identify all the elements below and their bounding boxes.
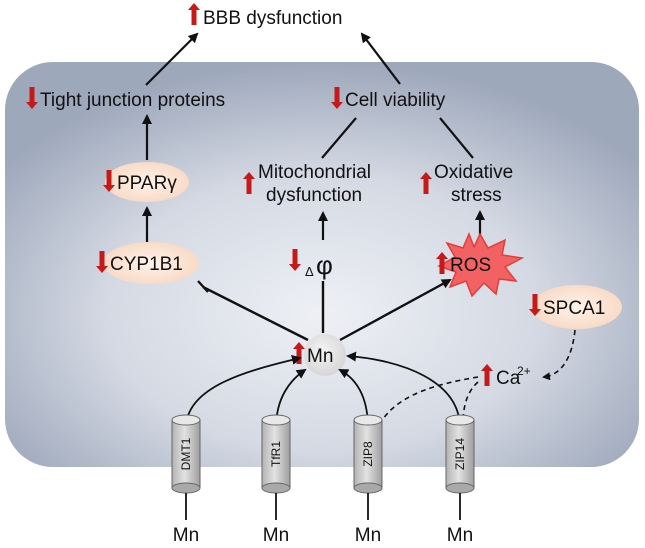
arrow-mn-to-ros	[339, 278, 452, 342]
transporter-bottom-cap	[353, 482, 383, 494]
cyp1b1-label: CYP1B1	[110, 254, 183, 275]
transporter-label: ZIP8	[361, 441, 375, 467]
mn-circle	[304, 334, 346, 376]
oxidative-label-line2: stress	[451, 185, 502, 206]
calcium-label: Ca	[496, 368, 521, 389]
curve-dmt1-to-mn	[185, 355, 302, 429]
extracellular-mn-label: Mn	[355, 525, 381, 546]
inhibit-mn-to-cyp	[202, 285, 309, 342]
mn-center-node: Mn	[293, 334, 346, 376]
spca1-label: SPCA1	[543, 298, 605, 319]
extracellular-mn-label: Mn	[447, 525, 473, 546]
inhibit-bar	[197, 280, 209, 293]
dashed-spca-to-ca	[542, 329, 576, 381]
calcium-superscript: 2+	[517, 364, 531, 378]
up-arrow-icon	[481, 364, 493, 386]
ros-burst-icon	[437, 232, 525, 298]
arrow-tj-to-bbb	[145, 32, 199, 86]
tight-junction-node: Tight junction proteins	[26, 87, 225, 111]
ppar-node: PPARγ	[103, 162, 189, 202]
mitochondrial-node: Mitochondrial dysfunction	[243, 162, 371, 206]
transporter-bottom-cap	[171, 482, 201, 494]
membrane-potential-node: Δ φ	[289, 249, 333, 280]
tight-junction-label: Tight junction proteins	[40, 90, 225, 111]
down-arrow-icon	[529, 294, 541, 316]
transporter-bottom-cap	[445, 482, 475, 494]
transporter-top-cap	[445, 414, 475, 426]
cell-viability-node: Cell viability	[331, 87, 446, 111]
cell-viability-label: Cell viability	[345, 90, 446, 111]
cyp1b1-node: CYP1B1	[96, 242, 199, 284]
ros-label: ROS	[450, 255, 491, 276]
ppar-label: PPARγ	[117, 173, 177, 194]
down-arrow-icon	[289, 249, 301, 271]
curve-zip14-to-mn	[346, 351, 461, 429]
arrow-viability-to-bbb	[360, 32, 401, 85]
transporter-top-cap	[353, 414, 383, 426]
up-arrow-icon	[293, 342, 305, 364]
transporter-label: DMT1	[179, 437, 193, 470]
transporter-body	[261, 419, 291, 489]
ros-node: ROS	[436, 232, 525, 298]
down-arrow-icon	[103, 170, 115, 192]
mito-label-line1: Mitochondrial	[258, 162, 371, 183]
extracellular-mn-label: Mn	[173, 525, 199, 546]
up-arrow-icon	[243, 172, 255, 194]
mito-label-line2: dysfunction	[266, 185, 362, 206]
ppar-oval	[105, 162, 189, 202]
transporter-top-cap	[171, 414, 201, 426]
bbb-dysfunction-label: BBB dysfunction	[203, 8, 342, 29]
cyp1b1-oval	[103, 242, 199, 284]
oxidative-node: Oxidative stress	[420, 162, 513, 206]
up-arrow-icon	[188, 3, 200, 25]
spca1-node: SPCA1	[529, 285, 622, 329]
mn-center-label: Mn	[307, 346, 333, 367]
oxidative-label-line1: Oxidative	[434, 162, 513, 183]
calcium-node: Ca 2+	[481, 364, 531, 389]
transporter-body	[445, 419, 475, 489]
extracellular-mn-label: Mn	[263, 525, 289, 546]
transporter-top-cap	[261, 414, 291, 426]
up-arrow-icon	[420, 172, 432, 194]
transporter-bottom-cap	[261, 482, 291, 494]
down-arrow-icon	[26, 87, 38, 109]
bbb-node: BBB dysfunction	[188, 3, 342, 29]
down-arrow-icon	[96, 251, 108, 273]
line-mito-to-viability	[321, 117, 357, 159]
up-arrow-icon	[436, 252, 448, 274]
transporter-label: TfR1	[269, 441, 283, 467]
down-arrow-icon	[331, 87, 343, 109]
transporter-label: ZIP14	[453, 438, 467, 470]
spca1-oval	[532, 285, 622, 329]
transporter-body	[171, 419, 201, 489]
delta-label: Δ	[305, 264, 314, 279]
cell-body	[5, 62, 639, 467]
phi-label: φ	[316, 250, 333, 280]
line-oxidative-to-viability	[439, 117, 474, 159]
